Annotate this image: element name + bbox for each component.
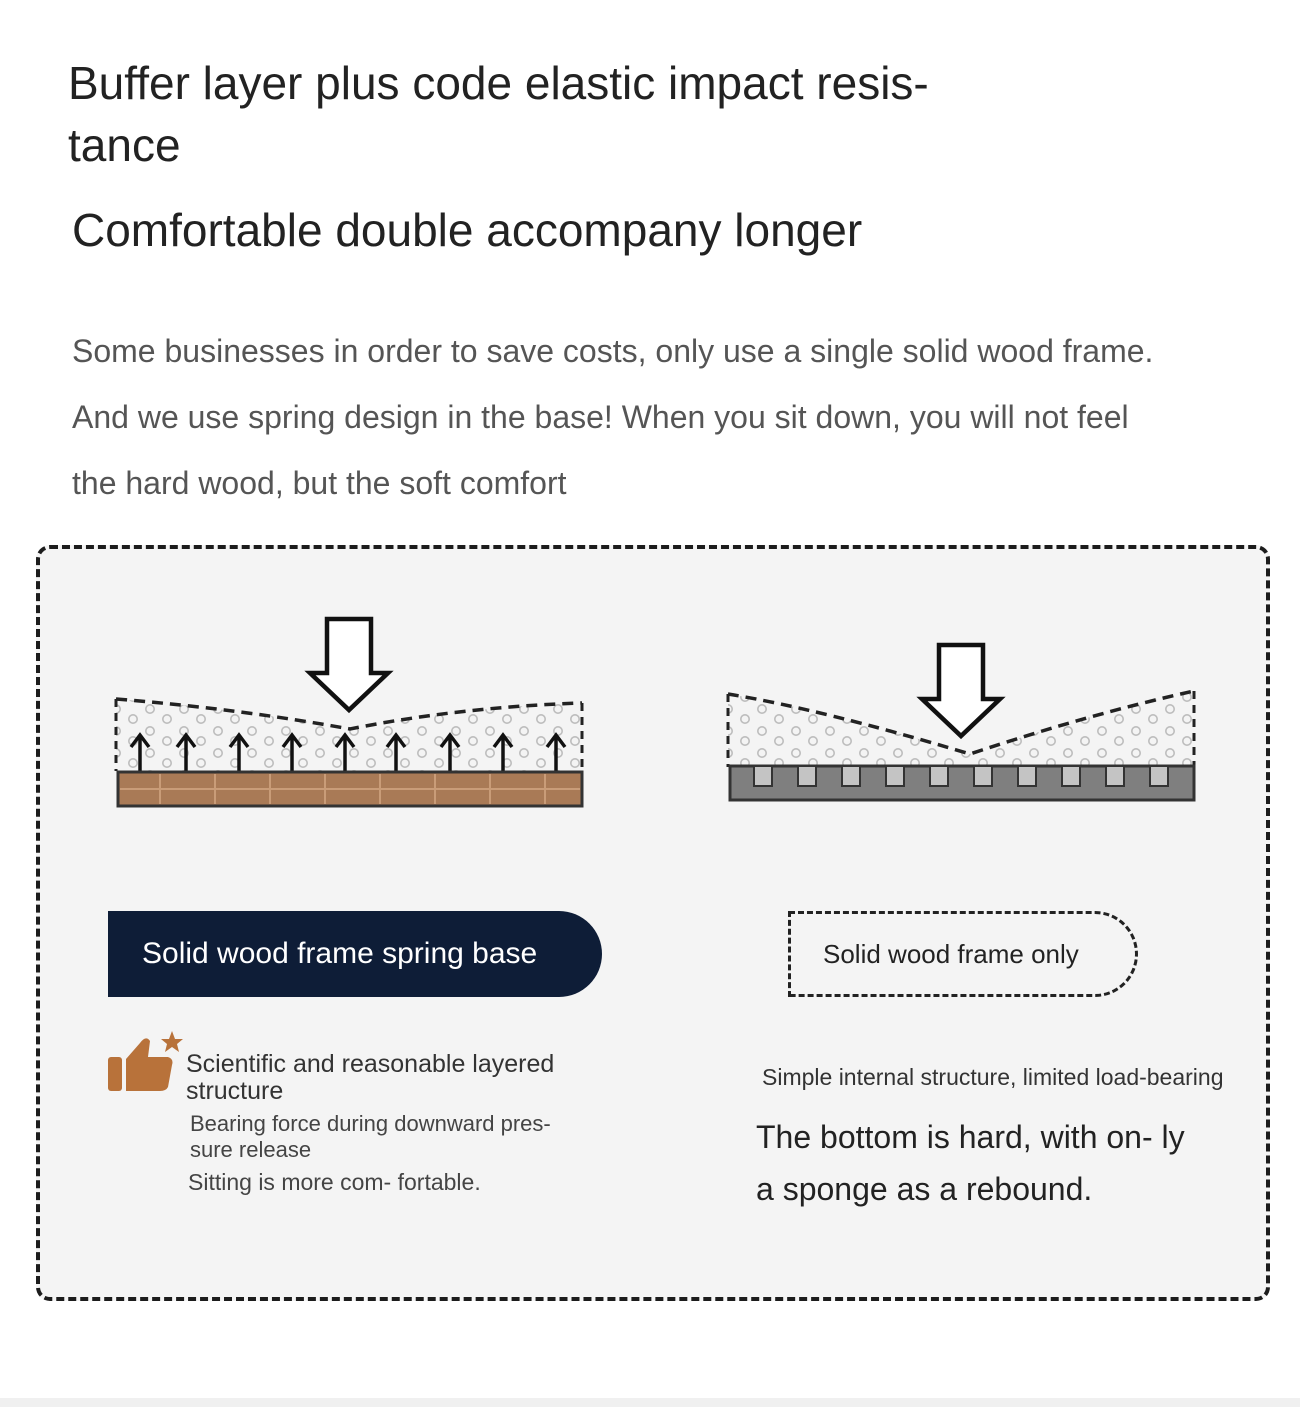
layered-structure-title: Scientific and reasonable layered struct… (186, 1050, 555, 1105)
bearing-force-text: Bearing force during downward pres- sure… (190, 1111, 551, 1162)
page-title: Buffer layer plus code elastic impact re… (68, 57, 929, 171)
wood-only-diagram (726, 642, 1196, 802)
comparison-panel: Solid wood frame spring base Solid wood … (36, 545, 1270, 1301)
comfort-text: Sitting is more com- fortable. (188, 1169, 481, 1195)
wood-only-label: Solid wood frame only (788, 911, 1138, 997)
upward-spring-arrows (129, 732, 567, 771)
pressure-arrow (916, 642, 1006, 740)
page-bottom-divider (0, 1398, 1300, 1407)
pressure-arrow (304, 616, 394, 714)
simple-structure-text: Simple internal structure, limited load-… (762, 1064, 1224, 1090)
thumbs-up-star-icon (108, 1031, 183, 1091)
spring-base-diagram (114, 616, 584, 808)
cushion-comparison-diagram (114, 616, 1196, 808)
page-subtitle: Comfortable double accompany longer (72, 204, 863, 256)
intro-paragraph: Some businesses in order to save costs, … (72, 333, 1154, 501)
spring-base-label: Solid wood frame spring base (108, 911, 602, 997)
hard-bottom-text: The bottom is hard, with on- ly a sponge… (756, 1119, 1185, 1207)
